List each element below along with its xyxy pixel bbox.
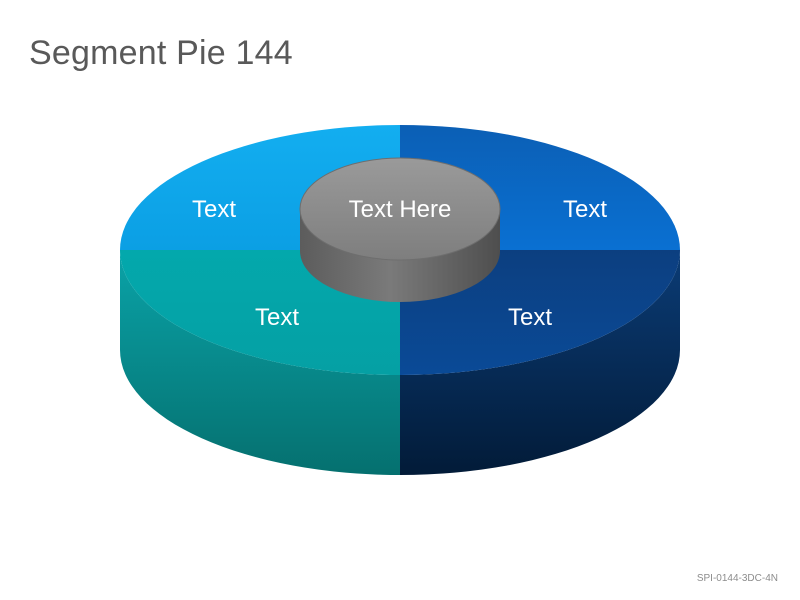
center-cylinder-side — [300, 209, 500, 302]
page-title: Segment Pie 144 — [29, 34, 293, 72]
segment-label-top-left: Text — [192, 196, 236, 223]
slide-code: SPI-0144-3DC-4N — [696, 573, 778, 584]
segment-label-bottom-right: Text — [508, 304, 552, 331]
side-wall-left — [120, 250, 400, 475]
center-cylinder-top — [299, 157, 501, 261]
segment-label-bottom-left: Text — [255, 304, 299, 331]
segment-label-top-right: Text — [563, 196, 607, 223]
side-wall-right — [400, 250, 680, 475]
center-label: Text Here — [349, 196, 452, 223]
